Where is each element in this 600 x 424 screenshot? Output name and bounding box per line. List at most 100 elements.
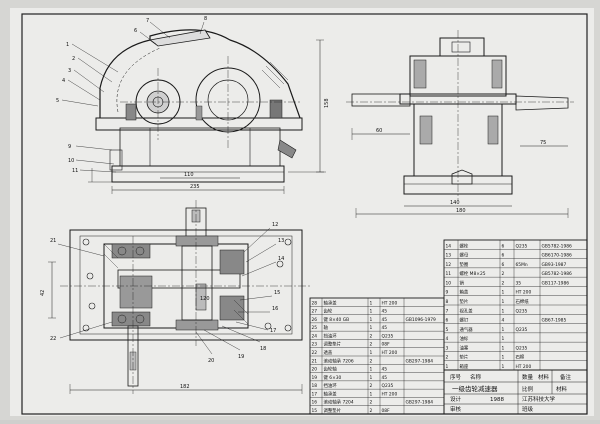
plan-view xyxy=(48,200,312,394)
bom-cell-material: 45 xyxy=(382,367,388,373)
front-view xyxy=(88,29,326,194)
balloon-label: 15 xyxy=(274,290,280,296)
bom-cell-note: GB5782-1986 xyxy=(542,271,573,277)
bom-cell-no: 14 xyxy=(446,243,452,249)
bom-cell-qty: 1 xyxy=(370,317,373,323)
bom-cell-qty: 1 xyxy=(502,364,505,370)
bom-cell-note: GB93-1987 xyxy=(542,262,567,268)
bom-cell-no: 3 xyxy=(446,345,449,351)
school-label: 江苏科技大学 xyxy=(522,395,556,403)
bom-cell-material: 45 xyxy=(382,317,388,323)
bom-cell-no: 16 xyxy=(312,400,318,406)
bom-cell-no: 2 xyxy=(446,355,449,361)
balloon-label: 8 xyxy=(204,16,207,22)
bom-cell-no: 9 xyxy=(446,290,449,296)
bom-cell-material: 65Mn xyxy=(516,262,528,268)
bom-cell-material: HT 200 xyxy=(516,364,532,370)
balloon-label: 20 xyxy=(208,358,214,364)
bom-cell-material: HT 200 xyxy=(382,300,398,306)
bom-cell-no: 10 xyxy=(446,280,452,286)
bom-cell-name: 键 8×40 GB xyxy=(324,316,350,323)
balloon-label: 13 xyxy=(278,238,284,244)
bom-cell-note: GB297-1984 xyxy=(406,400,434,406)
bom-cell-no: 28 xyxy=(312,300,318,306)
bom-cell-qty: 1 xyxy=(370,300,373,306)
bom-cell-no: 21 xyxy=(312,358,318,364)
balloon-label: 21 xyxy=(50,238,56,244)
balloon-label: 5 xyxy=(56,98,59,104)
balloon-label: 11 xyxy=(72,168,78,174)
bom-cell-name: 垫圈 xyxy=(460,261,469,268)
bom-cell-name: 垫片 xyxy=(460,298,469,305)
dim-side-small-2: 75 xyxy=(540,140,546,146)
dim-plan-left: 42 xyxy=(40,290,46,296)
bom-cell-material: HT 200 xyxy=(382,391,398,397)
front-view-balloons: 1 2 3 4 5 6 7 8 9 10 11 xyxy=(56,16,207,174)
bom-cell-qty: 2 xyxy=(370,358,373,364)
bom-cell-qty: 2 xyxy=(370,333,373,339)
bom-cell-name: 轴承盖 xyxy=(324,299,338,306)
bom-cell-qty: 1 xyxy=(370,309,373,315)
bom-cell-qty: 4 xyxy=(502,318,505,324)
bom-cell-note: GB1096-1979 xyxy=(406,317,437,323)
bom-cell-note: GB297-1984 xyxy=(406,358,434,364)
balloon-label: 9 xyxy=(68,144,71,150)
balloon-label: 4 xyxy=(62,78,65,84)
balloon-label: 6 xyxy=(134,28,137,34)
balloon-label: 19 xyxy=(238,354,244,360)
bom-cell-name: 通气器 xyxy=(460,326,474,333)
bom-cell-note: GB117-1986 xyxy=(542,280,570,286)
balloon-label: 22 xyxy=(50,336,56,342)
dim-side-small-1: 60 xyxy=(376,128,382,134)
bom-cell-qty: 1 xyxy=(502,299,505,305)
side-shaft-right xyxy=(515,95,569,111)
balloon-label: 14 xyxy=(278,256,284,262)
drawing-border xyxy=(21,13,588,415)
bom-cell-qty: 1 xyxy=(370,375,373,381)
bom-cell-qty: 6 xyxy=(502,253,505,259)
bom-cell-no: 8 xyxy=(446,299,449,305)
balloon-label: 12 xyxy=(272,222,278,228)
bom-cell-name: 调整垫片 xyxy=(324,341,342,348)
bom-cell-material: Q235 xyxy=(516,327,528,333)
bom-cell-name: 挡油环 xyxy=(324,332,338,339)
bom-cell-name: 视孔盖 xyxy=(460,307,474,314)
bom-cell-qty: 2 xyxy=(370,400,373,406)
drain-plug-icon xyxy=(451,169,473,185)
bom-cell-qty: 1 xyxy=(502,308,505,314)
bom-cell-name: 齿轮 xyxy=(324,308,333,315)
bom-cell-qty: 1 xyxy=(502,290,505,296)
drawing-date: 1988 xyxy=(490,397,504,403)
bom-cell-qty: 2 xyxy=(502,280,505,286)
bom-cell-qty: 1 xyxy=(502,345,505,351)
bom-cell-name: 轴 xyxy=(324,324,329,331)
scale-label: 比例 xyxy=(522,385,534,393)
bom-cell-name: 螺母 xyxy=(460,252,469,259)
bom-cell-qty: 1 xyxy=(370,367,373,373)
bill-of-materials xyxy=(309,239,588,415)
bom-cell-material: 35 xyxy=(516,280,522,286)
checker-label: 审核 xyxy=(450,405,462,413)
class-label: 班级 xyxy=(522,405,534,413)
bom-cell-name: 螺钉 xyxy=(460,317,469,324)
plan-pinion xyxy=(119,275,153,309)
bom-cell-no: 11 xyxy=(446,271,452,277)
bom-cell-qty: 1 xyxy=(370,391,373,397)
bom-cell-name: 垫片 xyxy=(460,354,469,361)
bom-cell-qty: 1 xyxy=(370,350,373,356)
bom-cell-name: 滚动轴承 7206 xyxy=(324,357,354,364)
bom-cell-name: 螺栓 xyxy=(460,242,469,249)
bom-cell-qty: 2 xyxy=(370,383,373,389)
title-block xyxy=(443,369,588,415)
bom-cell-no: 26 xyxy=(312,317,318,323)
bom-cell-name: 挡油环 xyxy=(324,382,338,389)
header-qty: 数量 xyxy=(522,373,534,381)
dim-front-height: 158 xyxy=(324,98,330,108)
bom-cell-qty: 1 xyxy=(502,336,505,342)
bom-cell-no: 7 xyxy=(446,308,449,314)
bom-cell-no: 23 xyxy=(312,342,318,348)
bom-cell-name: 箱盖 xyxy=(460,289,469,296)
bom-cell-no: 19 xyxy=(312,375,318,381)
bom-cell-no: 15 xyxy=(312,408,318,414)
plan-view-leaders xyxy=(57,227,277,355)
